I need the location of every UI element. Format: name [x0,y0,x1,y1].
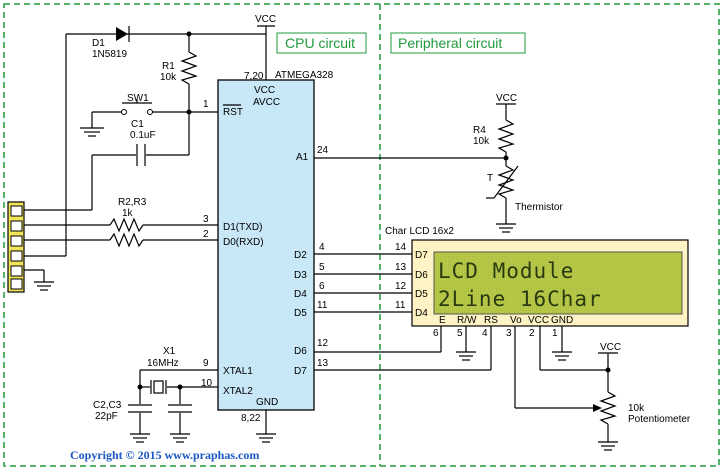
capacitor-c3 [168,404,192,413]
r1-value: 10k [160,72,177,83]
lcd-pin-d4: D4 [415,308,428,319]
lcd-pin-d7: D7 [415,250,428,261]
lcd-pin-vo: Vo [510,315,522,326]
mcu-pin-a1-name: A1 [296,152,309,163]
lcd-pin-vcc: VCC [528,315,549,326]
mcu-gnd-pins: 8,22 [241,413,261,424]
x1-value: 16MHz [147,358,179,369]
resistor-r2 [109,217,144,233]
mcu-pin-d2-name: D2 [294,250,307,261]
lcd-pin-e: E [439,315,446,326]
diode-d1 [116,26,130,42]
peripheral-section-title: Peripheral circuit [398,35,502,51]
lcd-pin-rs: RS [484,315,498,326]
lcd-pin-rw-num: 5 [457,328,463,339]
mcu-pin-rst-name: RST [223,107,243,118]
c2c3-value: 22pF [95,411,118,422]
mcu-pin-d3-num: 5 [319,262,325,273]
c1-ref: C1 [131,119,144,130]
cpu-section-title: CPU circuit [285,35,355,51]
mcu-pin-xtal1-num: 9 [203,358,209,369]
thermistor-label: Thermistor [515,202,563,213]
capacitor-c2 [128,404,152,413]
mcu-pin-d7-num: 13 [317,358,329,369]
r4-ref: R4 [473,125,486,136]
mcu-pin-d6-name: D6 [294,346,307,357]
vcc-label-pot: VCC [600,342,621,353]
lcd-pin-gnd-num: 1 [552,328,558,339]
mcu-pin-d6-num: 12 [317,338,329,349]
mcu-pin-xtal1-name: XTAL1 [223,366,253,377]
mcu-pin-d5-name: D5 [294,308,307,319]
r2r3-ref: R2,R3 [118,197,147,208]
thermistor-symbol: T [487,173,493,184]
capacitor-c1 [136,144,146,166]
lcd-pin-d5-num: 12 [395,281,407,292]
pot-label: Potentiometer [628,414,691,425]
resistor-r4 [497,119,515,153]
crystal-x1 [150,380,167,394]
cpu-title-box [276,32,367,54]
lcd-pin-rs-num: 4 [482,328,488,339]
mcu-pin-d3-name: D3 [294,270,307,281]
mcu-pin-txd-name: D1(TXD) [223,222,262,233]
resistor-r3 [109,232,144,248]
switch-sw1 [121,99,153,115]
pot-value: 10k [628,403,645,414]
resistor-r1 [180,51,198,85]
mcu-pin-xtal2-name: XTAL2 [223,386,253,397]
lcd-pin-gnd: GND [551,315,573,326]
d1-ref: D1 [92,38,105,49]
r2r3-value: 1k [122,208,134,219]
mcu-avcc-label: AVCC [253,97,280,108]
lcd-pin-vcc-num: 2 [529,328,535,339]
lcd-title: Char LCD 16x2 [385,226,454,237]
sw1-ref: SW1 [127,93,149,104]
mcu-pin-d4-num: 6 [319,281,325,292]
outer-border [3,3,720,467]
mcu-pin-d5-num: 11 [317,300,328,311]
x1-ref: X1 [163,346,176,357]
lcd-pin-vo-num: 3 [506,328,512,339]
lcd-pin-d5: D5 [415,289,428,300]
mcu-pin-txd-num: 3 [203,214,209,225]
r4-value: 10k [473,136,490,147]
c2c3-ref: C2,C3 [93,400,122,411]
mcu-vcc-label: VCC [254,85,275,96]
r1-ref: R1 [162,61,175,72]
lcd-screen [433,251,683,315]
vcc-label-top: VCC [255,14,276,25]
mcu-gnd-label: GND [256,397,278,408]
potentiometer [599,391,617,425]
mcu-pin-d4-name: D4 [294,289,307,300]
lcd-line-1: LCD Module [438,259,574,283]
mcu-pin-rst-num: 1 [203,99,209,110]
mcu-pin-d7-name: D7 [294,366,307,377]
lcd-pin-rw: R/W [457,315,477,326]
d1-value: 1N5819 [92,49,127,60]
mcu-pin-d2-num: 4 [319,242,325,253]
lcd-pin-e-num: 6 [433,328,439,339]
lcd-pin-d4-num: 11 [395,300,406,311]
mcu-pin-rxd-num: 2 [203,229,209,240]
copyright: Copyright © 2015 www.praphas.com [70,448,259,462]
lcd-line-2: 2Line 16Char [438,287,602,311]
vcc-label-r4: VCC [496,93,517,104]
lcd-pin-d6: D6 [415,270,428,281]
mcu-pin-rxd-name: D0(RXD) [223,237,264,248]
lcd-pin-d6-num: 13 [395,262,407,273]
mcu-part-name: ATMEGA328 [275,70,334,81]
peripheral-title-box [390,32,526,54]
lcd-pin-d7-num: 14 [395,242,407,253]
mcu-pin-a1-num: 24 [317,145,329,156]
mcu-body [217,79,315,411]
mcu-vcc-pins: 7,20 [244,71,264,82]
mcu-pin-xtal2-num: 10 [201,378,213,389]
c1-value: 0.1uF [130,130,156,141]
